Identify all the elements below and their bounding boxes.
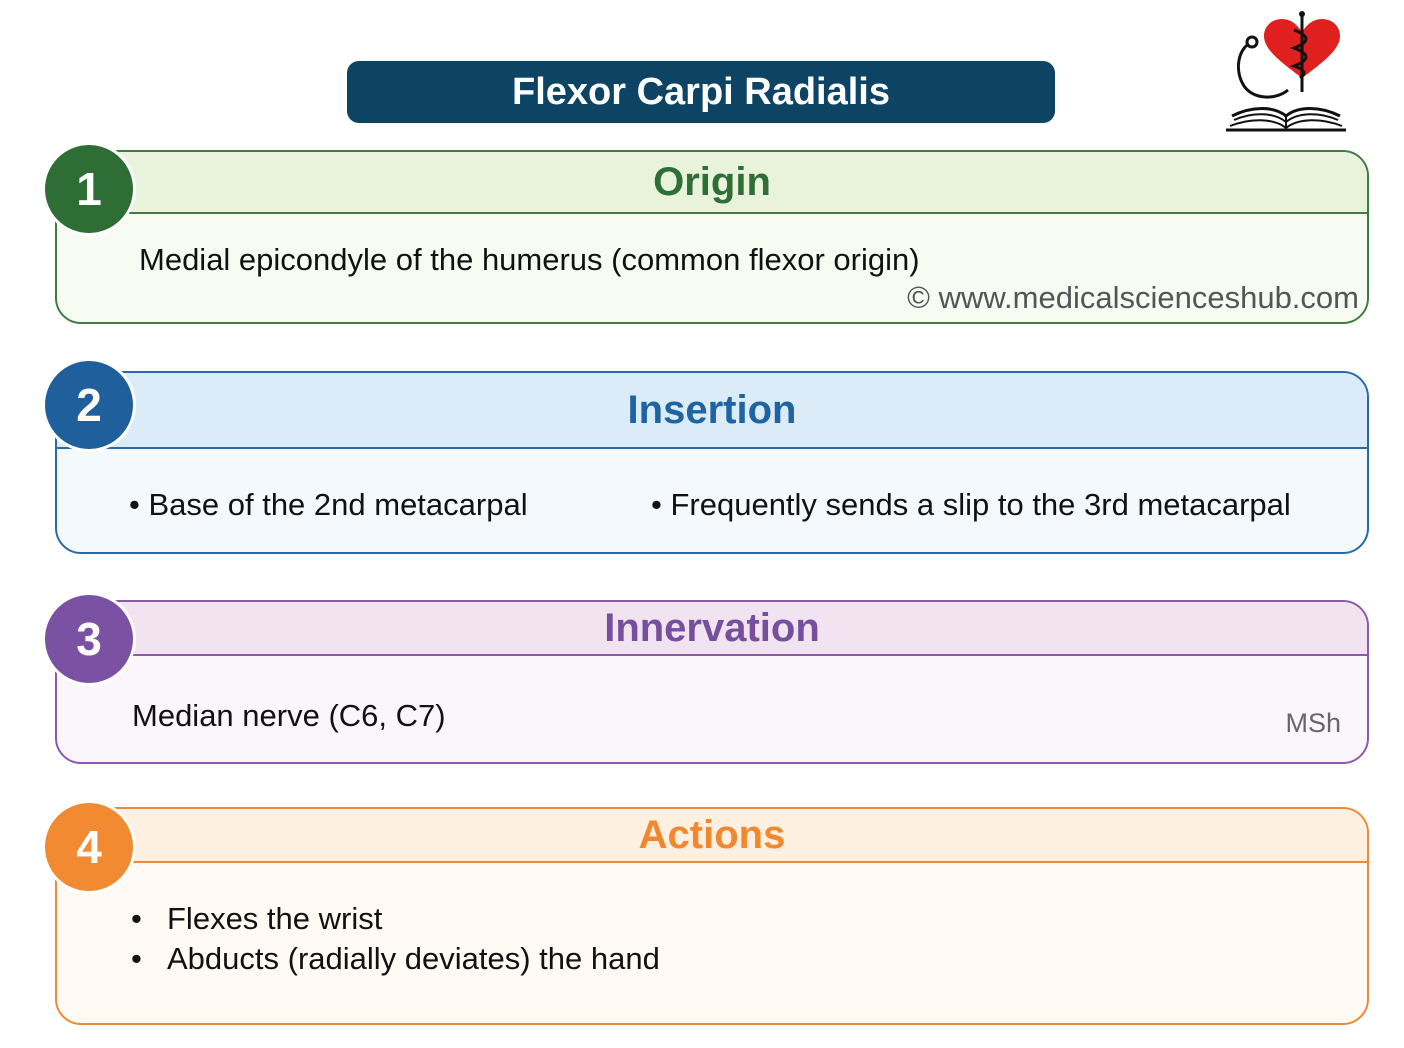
section-number-badge-3: 3 xyxy=(42,592,136,686)
insertion-item-1: • Base of the 2nd metacarpal xyxy=(129,487,528,522)
list-item: •Abducts (radially deviates) the hand xyxy=(131,939,660,979)
origin-heading: Origin xyxy=(57,152,1367,214)
medical-logo-icon xyxy=(1226,11,1346,132)
bullet: • xyxy=(131,901,142,936)
page-title: Flexor Carpi Radialis xyxy=(347,61,1055,123)
section-number-badge-2: 2 xyxy=(42,358,136,452)
section-number-badge-1: 1 xyxy=(42,142,136,236)
watermark-text: © www.medicalscienceshub.com xyxy=(907,280,1359,315)
innervation-text: Median nerve (C6, C7) xyxy=(132,698,446,733)
origin-card: Origin Medial epicondyle of the humerus … xyxy=(55,150,1369,324)
actions-card: Actions •Flexes the wrist •Abducts (radi… xyxy=(55,807,1369,1025)
insertion-card: Insertion • Base of the 2nd metacarpal •… xyxy=(55,371,1369,554)
actions-list: •Flexes the wrist •Abducts (radially dev… xyxy=(131,899,660,979)
list-item: •Flexes the wrist xyxy=(131,899,660,939)
origin-text: Medial epicondyle of the humerus (common… xyxy=(139,242,920,277)
innervation-card: Innervation Median nerve (C6, C7) MSh xyxy=(55,600,1369,764)
insertion-heading: Insertion xyxy=(57,373,1367,449)
insertion-item-2: • Frequently sends a slip to the 3rd met… xyxy=(651,487,1291,522)
msh-watermark: MSh xyxy=(1285,708,1341,738)
actions-heading: Actions xyxy=(57,809,1367,863)
section-number-badge-4: 4 xyxy=(42,800,136,894)
bullet: • xyxy=(131,941,142,976)
innervation-heading: Innervation xyxy=(57,602,1367,656)
